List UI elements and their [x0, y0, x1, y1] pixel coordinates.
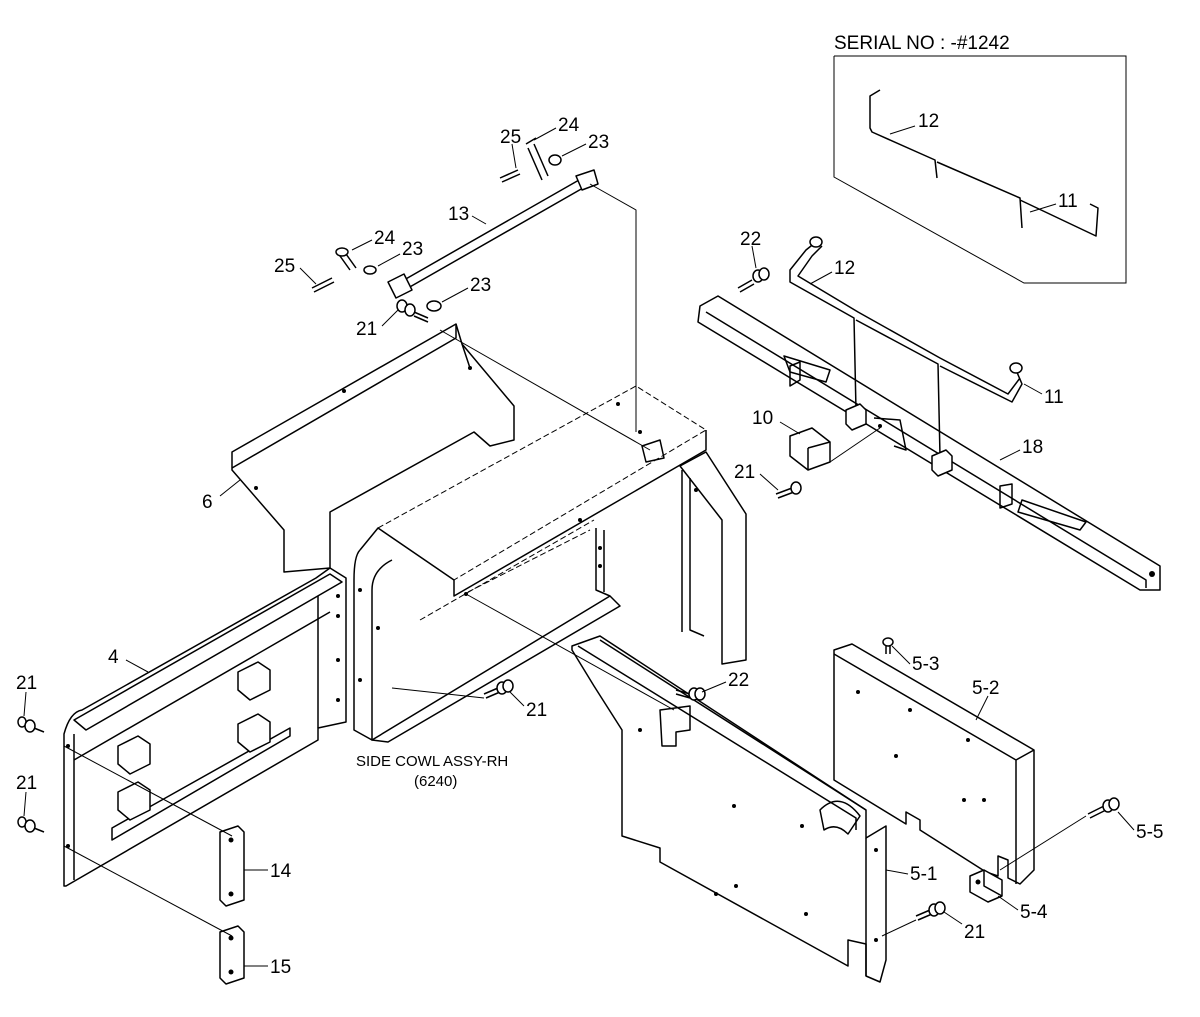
callout-5-5: 5-5 [1136, 822, 1163, 843]
bracket-14 [219, 825, 245, 907]
callout-24-lower: 24 [374, 228, 396, 249]
callout-21-left-upper: 21 [16, 673, 37, 694]
callout-21-lower-right: 21 [964, 922, 985, 943]
callout-21-upper: 21 [356, 319, 377, 340]
bracket-5-4 [969, 869, 1003, 903]
leader-lines [63, 183, 1087, 937]
pin-24-lower [339, 253, 357, 271]
callout-23-lower-a: 23 [402, 239, 423, 260]
cotter-25-lower [311, 277, 335, 293]
callout-4: 4 [108, 647, 119, 668]
panel-6 [231, 323, 515, 573]
bolts [17, 267, 1120, 921]
callout-22-lower: 22 [728, 670, 749, 691]
callout-21-left-lower: 21 [16, 773, 37, 794]
callout-11-inset: 11 [1058, 191, 1078, 212]
bracket-15 [219, 925, 245, 985]
inset-rod-12 [869, 89, 1099, 237]
washer-23-upper [548, 154, 562, 166]
callout-23-upper: 23 [588, 132, 609, 153]
callout-25-upper: 25 [500, 127, 521, 148]
callout-5-3: 5-3 [912, 654, 939, 675]
caption-line-1: SIDE COWL ASSY-RH [356, 753, 508, 770]
callout-14: 14 [270, 861, 292, 882]
callout-5-1: 5-1 [910, 864, 937, 885]
callout-23-lower-b: 23 [470, 275, 491, 296]
panel-4 [63, 567, 347, 887]
rod-13 [387, 169, 599, 299]
callout-21-bracket: 21 [734, 462, 755, 483]
callout-11: 11 [1044, 387, 1064, 408]
cotter-25-upper [499, 169, 521, 183]
crossbar-18 [697, 295, 1161, 591]
callout-12-inset: 12 [918, 111, 939, 132]
serial-note: SERIAL NO : -#1242 [834, 33, 1010, 54]
panel-5-1 [571, 635, 887, 983]
bracket-10 [789, 427, 831, 471]
callout-5-4: 5-4 [1020, 902, 1048, 923]
callout-5-2: 5-2 [972, 678, 999, 699]
assembly-caption: SIDE COWL ASSY-RH (6240) [356, 753, 508, 790]
caption-line-2: (6240) [414, 773, 457, 790]
callouts: 12 11 25 24 23 13 24 23 25 23 21 6 22 12… [16, 111, 1163, 978]
callout-10: 10 [752, 408, 773, 429]
callout-6: 6 [202, 492, 213, 513]
callout-24-upper: 24 [558, 115, 580, 136]
washer-23-lower-b [426, 300, 442, 312]
callout-22-upper: 22 [740, 229, 761, 250]
callout-25-lower: 25 [274, 256, 295, 277]
pin-24-upper [525, 137, 549, 181]
callout-18: 18 [1022, 437, 1043, 458]
callout-15: 15 [270, 957, 291, 978]
lower-pin-set [311, 247, 442, 312]
upper-pin-set [499, 137, 562, 183]
callout-13: 13 [448, 204, 469, 225]
serial-inset: SERIAL NO : -#1242 [833, 33, 1127, 284]
cowl-frame [353, 385, 747, 743]
rail-12-11 [789, 236, 1023, 477]
washer-23-lower-a [363, 265, 377, 275]
callout-12: 12 [834, 258, 855, 279]
panel-5-2 [833, 643, 1035, 885]
callout-21-mid: 21 [526, 700, 547, 721]
pin-24-head [335, 247, 349, 257]
inset-frame [833, 55, 1127, 284]
